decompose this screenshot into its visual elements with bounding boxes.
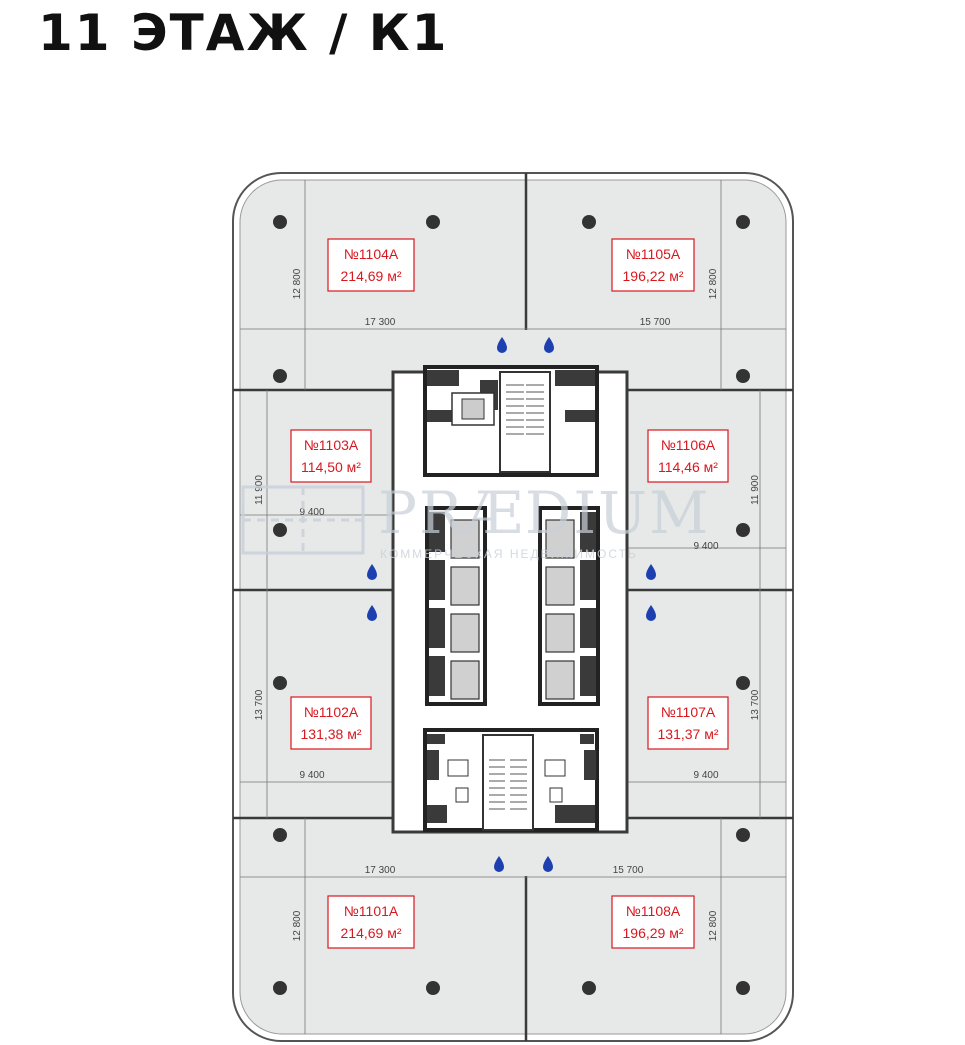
dimension-lines [240,180,786,1034]
unit-label-1105A[interactable]: №1105А 196,22 м² [611,238,695,292]
unit-label-1101A[interactable]: №1101А 214,69 м² [327,895,415,949]
water-drop-icons [367,337,656,872]
dim-11900-left: 11 900 [254,475,265,505]
dim-9400-left-2: 9 400 [299,770,324,781]
water-drop-icon [367,564,377,580]
unit-number: №1105А [626,246,681,262]
floor-title: 11 ЭТАЖ / К1 [38,4,449,62]
dim-12800-top-left: 12 800 [292,268,303,299]
dim-9400-right-1: 9 400 [693,541,718,552]
dim-9400-left-1: 9 400 [299,507,324,518]
water-drop-icon [646,605,656,621]
unit-area: 114,50 м² [301,459,361,475]
unit-area: 196,29 м² [623,925,684,941]
unit-area: 214,69 м² [341,268,402,284]
unit-label-1102A[interactable]: №1102А 131,38 м² [290,696,372,750]
partition-walls [233,173,793,1041]
unit-number: №1107А [661,704,716,720]
dim-15700-bottom: 15 700 [613,865,644,876]
unit-number: №1106А [661,437,716,453]
dim-11900-right: 11 900 [750,475,761,505]
watermark-brand: PRÆDIUM [378,479,710,547]
unit-label-1108A[interactable]: №1108А 196,29 м² [611,895,695,949]
unit-area: 214,69 м² [341,925,402,941]
unit-number: №1101А [344,903,399,919]
dim-17300-bottom: 17 300 [365,865,396,876]
unit-area: 131,37 м² [658,726,719,742]
dimension-labels: 17 300 15 700 17 300 15 700 9 400 9 400 … [254,268,761,941]
water-drop-icon [367,605,377,621]
central-core [391,365,629,834]
dim-12800-bottom-right: 12 800 [708,910,719,941]
dim-12800-top-right: 12 800 [708,268,719,299]
unit-label-1106A[interactable]: №1106А 114,46 м² [647,429,729,483]
unit-area: 196,22 м² [623,268,684,284]
unit-number: №1104А [344,246,399,262]
columns [273,215,750,995]
watermark: PRÆDIUM КОММЕРЧЕСКАЯ НЕДВИЖИМОСТЬ [241,479,710,561]
unit-label-1103A[interactable]: №1103А 114,50 м² [290,429,372,483]
watermark-subtitle: КОММЕРЧЕСКАЯ НЕДВИЖИМОСТЬ [380,547,638,561]
water-drop-icon [494,856,504,872]
unit-label-1107A[interactable]: №1107А 131,37 м² [647,696,729,750]
unit-labels: №1104А 214,69 м² №1105А 196,22 м² №1103А… [290,238,729,949]
water-drop-icon [646,564,656,580]
unit-area: 131,38 м² [301,726,362,742]
dim-12800-bottom-left: 12 800 [292,910,303,941]
unit-number: №1102А [304,704,359,720]
water-drop-icon [543,856,553,872]
dim-17300-top: 17 300 [365,317,396,328]
unit-number: №1108А [626,903,681,919]
stairwell-bottom [482,734,534,831]
watermark-logo-icon [241,485,365,555]
stairwell-top [499,371,551,473]
water-drop-icon [497,337,507,353]
dim-9400-right-2: 9 400 [693,770,718,781]
water-drop-icon [544,337,554,353]
unit-number: №1103А [304,437,359,453]
unit-area: 114,46 м² [658,459,718,475]
dim-13700-right: 13 700 [750,689,761,720]
dim-13700-left: 13 700 [254,689,265,720]
dim-15700-top: 15 700 [640,317,671,328]
unit-label-1104A[interactable]: №1104А 214,69 м² [327,238,415,292]
